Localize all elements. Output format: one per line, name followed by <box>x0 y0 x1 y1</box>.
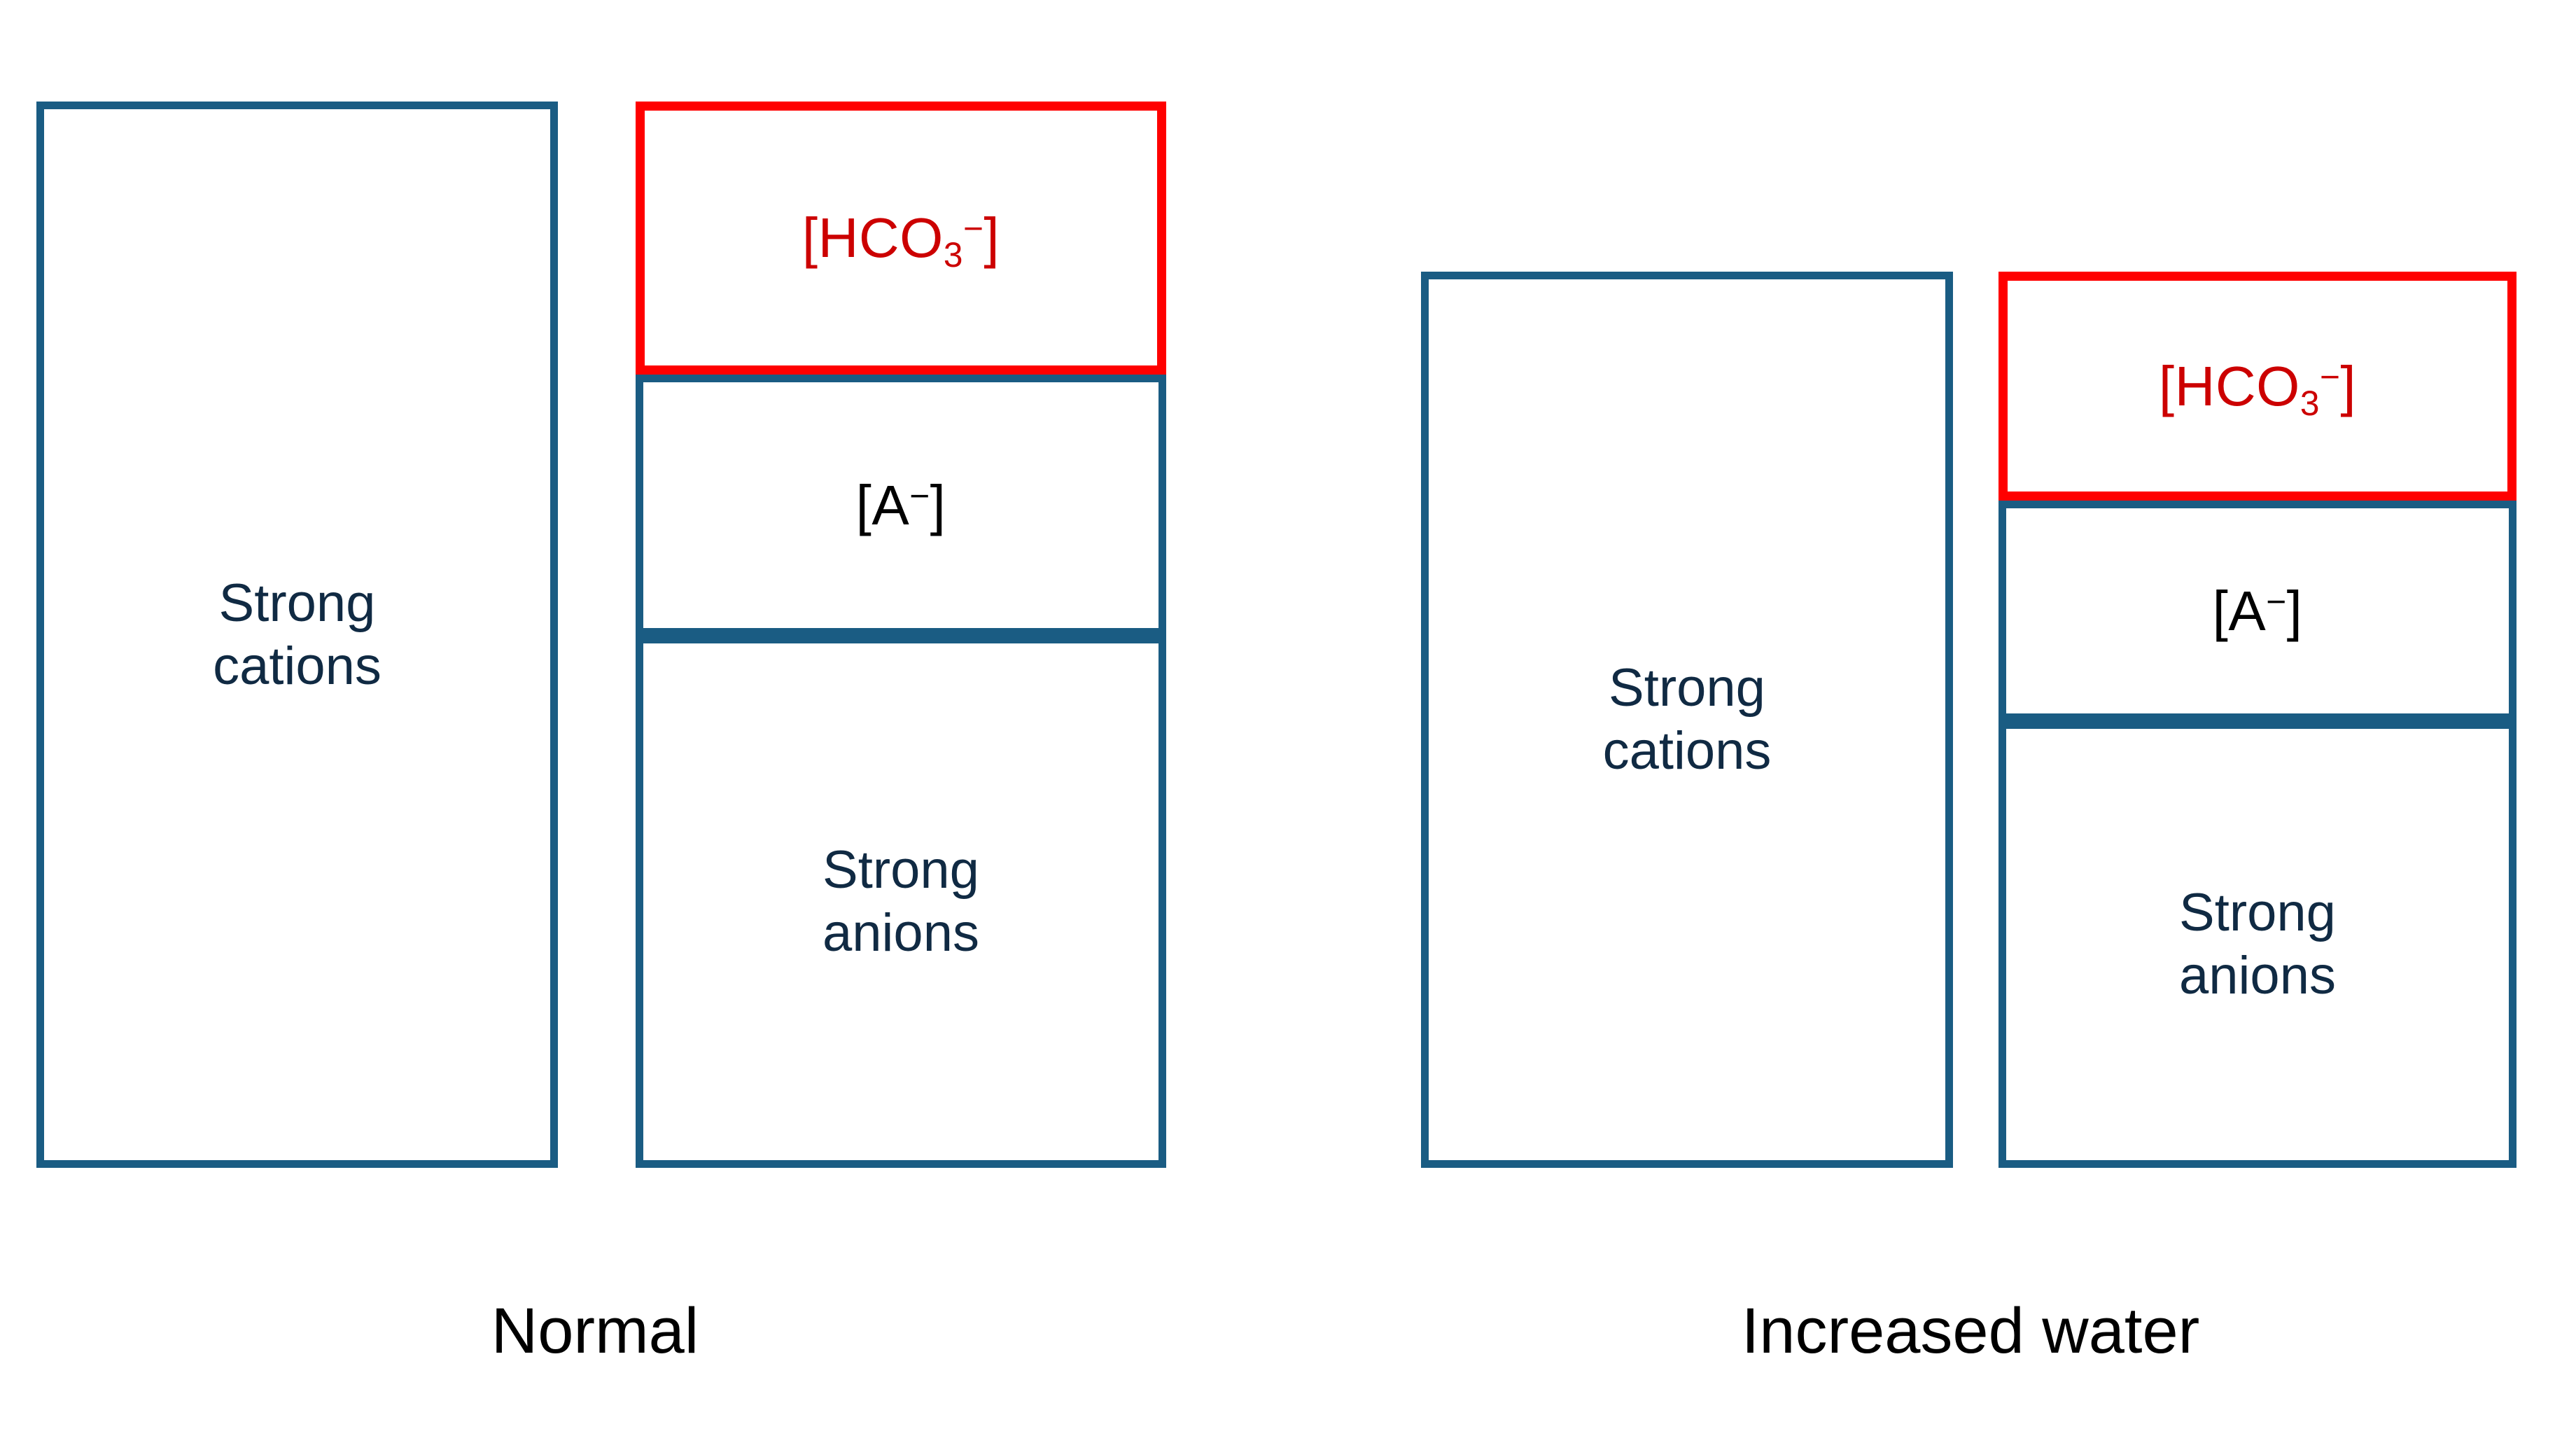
bicarbonate-close-bracket: ] <box>2340 354 2357 417</box>
weak-anion-open-bracket: [A <box>855 473 910 536</box>
increased-water-anion-stack: [HCO3−] [A−] Strong anions <box>1998 272 2516 1168</box>
normal-bicarbonate-segment: [HCO3−] <box>636 102 1166 375</box>
increased-water-weak-acid-anion-segment: [A−] <box>1998 501 2516 721</box>
weak-anion-open-bracket: [A <box>2212 579 2267 642</box>
weak-anion-charge: − <box>909 475 930 515</box>
normal-bicarbonate-label: [HCO3−] <box>802 207 1000 272</box>
bicarbonate-charge: − <box>2319 356 2341 396</box>
increased-water-group-caption: Increased water <box>1741 1295 2200 1367</box>
normal-weak-acid-anion-segment: [A−] <box>636 375 1166 636</box>
bicarbonate-close-bracket: ] <box>983 207 1000 269</box>
increased-water-strong-anions-segment: Strong anions <box>1998 721 2516 1168</box>
weak-anion-close-bracket: ] <box>930 473 946 536</box>
bicarbonate-charge: − <box>962 209 984 249</box>
bicarbonate-open-bracket: [HCO <box>802 207 944 269</box>
weak-anion-close-bracket: ] <box>2286 579 2303 642</box>
increased-water-strong-anions-label: Strong anions <box>2179 883 2336 1005</box>
normal-strong-anions-label: Strong anions <box>822 840 979 963</box>
normal-strong-anions-segment: Strong anions <box>636 636 1166 1168</box>
bicarbonate-subscript: 3 <box>2300 383 2320 423</box>
increased-water-weak-acid-anion-label: [A−] <box>2213 583 2303 639</box>
increased-water-bicarbonate-segment: [HCO3−] <box>1998 272 2516 501</box>
bicarbonate-open-bracket: [HCO <box>2158 354 2300 417</box>
normal-weak-acid-anion-label: [A−] <box>856 477 946 534</box>
bicarbonate-subscript: 3 <box>943 235 963 274</box>
increased-water-strong-cations-bar <box>1421 272 1953 1168</box>
normal-group-caption: Normal <box>491 1295 699 1367</box>
weak-anion-charge: − <box>2266 581 2287 621</box>
normal-strong-cations-bar <box>36 102 558 1168</box>
normal-anion-stack: [HCO3−] [A−] Strong anions <box>636 102 1166 1168</box>
increased-water-bicarbonate-label: [HCO3−] <box>2158 354 2357 420</box>
